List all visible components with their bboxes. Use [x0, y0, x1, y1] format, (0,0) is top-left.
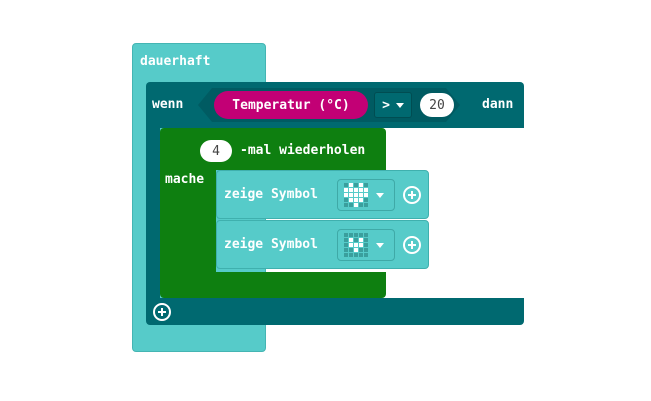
- led: [354, 198, 358, 202]
- threshold-input[interactable]: 20: [420, 93, 454, 117]
- led: [364, 243, 368, 247]
- led: [354, 183, 358, 187]
- led: [344, 238, 348, 242]
- show-icon-label: zeige Symbol: [224, 187, 318, 202]
- repeat-label: -mal wiederholen: [240, 143, 366, 158]
- led: [359, 203, 363, 207]
- led: [364, 198, 368, 202]
- led: [354, 203, 358, 207]
- temperature-sensor-block[interactable]: Temperatur (°C): [214, 91, 368, 119]
- then-label: dann: [482, 97, 514, 112]
- led: [349, 203, 353, 207]
- led: [359, 193, 363, 197]
- led: [354, 188, 358, 192]
- add-else-plus-icon[interactable]: [153, 303, 171, 321]
- led: [364, 188, 368, 192]
- led: [359, 248, 363, 252]
- show-icon-block[interactable]: zeige Symbol: [216, 220, 429, 269]
- temperature-label: Temperatur (°C): [232, 97, 350, 113]
- if-label: wenn: [152, 97, 184, 112]
- led: [364, 183, 368, 187]
- led: [359, 243, 363, 247]
- led: [359, 233, 363, 237]
- led: [359, 198, 363, 202]
- led: [359, 238, 363, 242]
- led: [364, 203, 368, 207]
- led: [364, 238, 368, 242]
- do-label: mache: [165, 172, 205, 187]
- if-block-footer: [146, 298, 524, 325]
- led: [349, 243, 353, 247]
- threshold-value: 20: [429, 97, 445, 113]
- led: [359, 183, 363, 187]
- led: [344, 233, 348, 237]
- chevron-down-icon: [376, 192, 384, 198]
- chevron-down-icon: [376, 242, 384, 248]
- repeat-block[interactable]: 4 -mal wiederholen: [160, 128, 386, 170]
- led: [344, 253, 348, 257]
- repeat-block-footer: [160, 272, 386, 298]
- led: [344, 183, 348, 187]
- led: [349, 238, 353, 242]
- if-block-arm: [146, 126, 160, 300]
- led: [354, 238, 358, 242]
- led: [364, 233, 368, 237]
- led: [349, 233, 353, 237]
- add-plus-icon[interactable]: [403, 186, 421, 204]
- icon-dropdown[interactable]: [337, 229, 395, 261]
- forever-label: dauerhaft: [140, 54, 211, 69]
- led: [349, 253, 353, 257]
- operator-dropdown[interactable]: >: [374, 92, 412, 118]
- led: [354, 248, 358, 252]
- led: [349, 183, 353, 187]
- icon-dropdown[interactable]: [337, 179, 395, 211]
- led: [364, 248, 368, 252]
- led: [344, 243, 348, 247]
- led: [354, 233, 358, 237]
- led: [344, 198, 348, 202]
- show-icon-block[interactable]: zeige Symbol: [216, 170, 429, 219]
- led: [344, 248, 348, 252]
- led: [354, 243, 358, 247]
- led: [359, 188, 363, 192]
- led: [354, 253, 358, 257]
- led: [344, 188, 348, 192]
- chevron-down-icon: [395, 102, 404, 108]
- small-heart-icon: [344, 233, 368, 257]
- led: [344, 203, 348, 207]
- repeat-count: 4: [212, 143, 220, 159]
- led: [364, 193, 368, 197]
- led: [349, 198, 353, 202]
- repeat-count-input[interactable]: 4: [200, 140, 232, 162]
- heart-icon: [344, 183, 368, 207]
- add-plus-icon[interactable]: [403, 236, 421, 254]
- led: [349, 193, 353, 197]
- led: [349, 248, 353, 252]
- operator-value: >: [382, 97, 390, 113]
- led: [349, 188, 353, 192]
- repeat-block-arm: mache: [160, 168, 216, 274]
- show-icon-label: zeige Symbol: [224, 237, 318, 252]
- led: [344, 193, 348, 197]
- led: [354, 193, 358, 197]
- led: [364, 253, 368, 257]
- led: [359, 253, 363, 257]
